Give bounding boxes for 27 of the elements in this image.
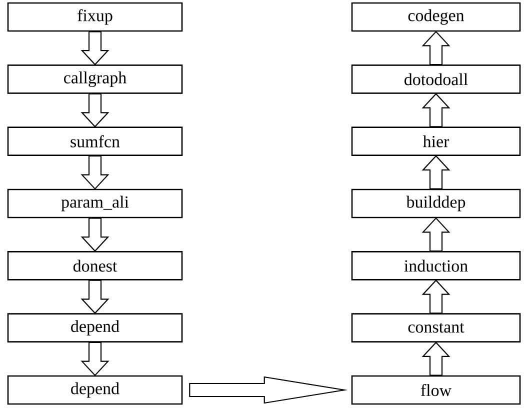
hollow-arrow [80,31,110,66]
process-box: induction [351,251,521,280]
hollow-arrow [80,342,110,376]
hollow-arrow [189,376,348,404]
process-box: donest [7,251,183,280]
process-box: constant [351,313,521,342]
process-box: depend [7,375,183,405]
process-box: sumfcn [7,126,183,156]
process-box: depend [7,313,183,342]
process-box: flow [351,375,521,405]
hollow-arrow [80,218,110,252]
process-box: codegen [351,2,521,32]
process-box: hier [351,126,521,156]
process-box: param_ali [7,188,183,218]
hollow-arrow [80,93,110,128]
process-box: callgraph [7,64,183,94]
process-box: dotodoall [351,64,521,94]
hollow-arrow [80,155,110,190]
process-box: fixup [7,2,183,32]
hollow-arrow [422,280,450,314]
process-box: builddep [351,188,521,218]
hollow-arrow [422,217,450,252]
hollow-arrow [422,155,450,190]
hollow-arrow [422,342,450,376]
hollow-arrow [422,93,450,128]
hollow-arrow [80,280,110,314]
hollow-arrow [422,30,450,66]
